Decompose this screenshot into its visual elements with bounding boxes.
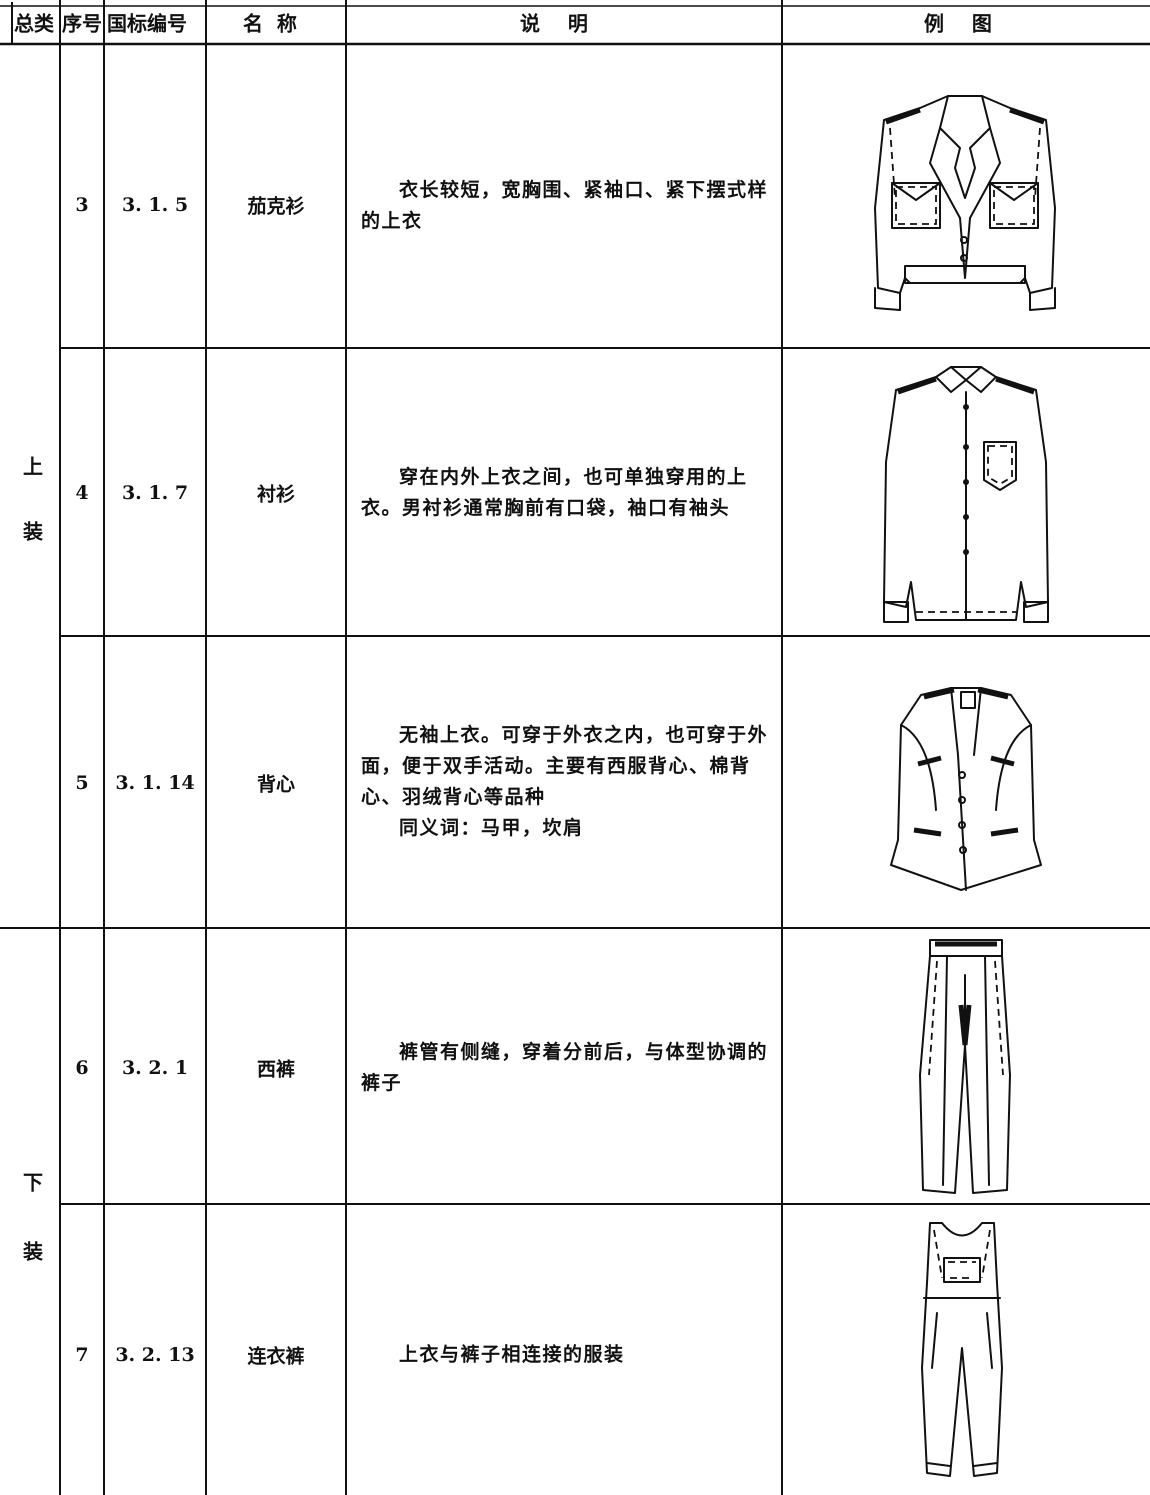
row-seq: 7	[75, 1344, 89, 1366]
row-name: 茄克衫	[247, 195, 305, 218]
row-name: 背心	[256, 773, 296, 796]
header-seq: 序号	[62, 11, 102, 36]
row-code: 3. 2. 1	[121, 1057, 189, 1079]
row-desc: 裤管有侧缝，穿着分前后，与体型协调的裤子	[361, 1037, 773, 1099]
row-desc-paragraph: 裤管有侧缝，穿着分前后，与体型协调的裤子	[361, 1041, 769, 1094]
row-code: 3. 1. 14	[115, 772, 195, 794]
row-code: 3. 1. 7	[121, 482, 189, 504]
category-upper-line2: 装	[23, 519, 43, 544]
row-desc: 上衣与裤子相连接的服装	[361, 1340, 773, 1371]
category-lower-line2: 装	[23, 1239, 43, 1264]
vest-illustration	[890, 687, 1042, 891]
row-seq: 4	[75, 482, 89, 504]
jacket-illustration	[874, 95, 1056, 311]
header-example: 例 图	[924, 11, 992, 36]
header-gb-code: 国标编号	[107, 11, 187, 36]
header-name: 名 称	[243, 11, 297, 36]
row-desc-paragraph: 衣长较短，宽胸围、紧袖口、紧下摆式样的上衣	[361, 179, 769, 232]
header-desc: 说 明	[520, 11, 588, 36]
row-name: 西裤	[256, 1058, 296, 1081]
row-code: 3. 1. 5	[121, 194, 189, 216]
row-desc: 无袖上衣。可穿于外衣之内，也可穿于外面，便于双手活动。主要有西服背心、棉背心、羽…	[361, 720, 773, 844]
category-lower-line1: 下	[23, 1170, 43, 1195]
trousers-illustration	[919, 939, 1011, 1194]
row-desc-paragraph: 无袖上衣。可穿于外衣之内，也可穿于外面，便于双手活动。主要有西服背心、棉背心、羽…	[361, 724, 769, 808]
row-desc: 穿在内外上衣之间，也可单独穿用的上衣。男衬衫通常胸前有口袋，袖口有袖头	[361, 462, 773, 524]
shirt-illustration	[883, 366, 1049, 623]
jumpsuit-illustration	[921, 1222, 1003, 1477]
row-code: 3. 2. 13	[115, 1344, 195, 1366]
row-desc-paragraph: 上衣与裤子相连接的服装	[399, 1343, 625, 1366]
row-desc-paragraph: 同义词：马甲，坎肩	[399, 817, 584, 839]
row-desc-paragraph: 穿在内外上衣之间，也可单独穿用的上衣。男衬衫通常胸前有口袋，袖口有袖头	[361, 466, 748, 519]
row-seq: 6	[75, 1057, 89, 1079]
row-seq: 3	[75, 194, 89, 216]
row-desc: 衣长较短，宽胸围、紧袖口、紧下摆式样的上衣	[361, 175, 773, 237]
row-seq: 5	[75, 772, 89, 794]
header-category: 总类	[14, 11, 54, 36]
category-upper-line1: 上	[23, 454, 43, 479]
row-name: 连衣裤	[247, 1345, 305, 1368]
row-name: 衬衫	[256, 483, 296, 506]
